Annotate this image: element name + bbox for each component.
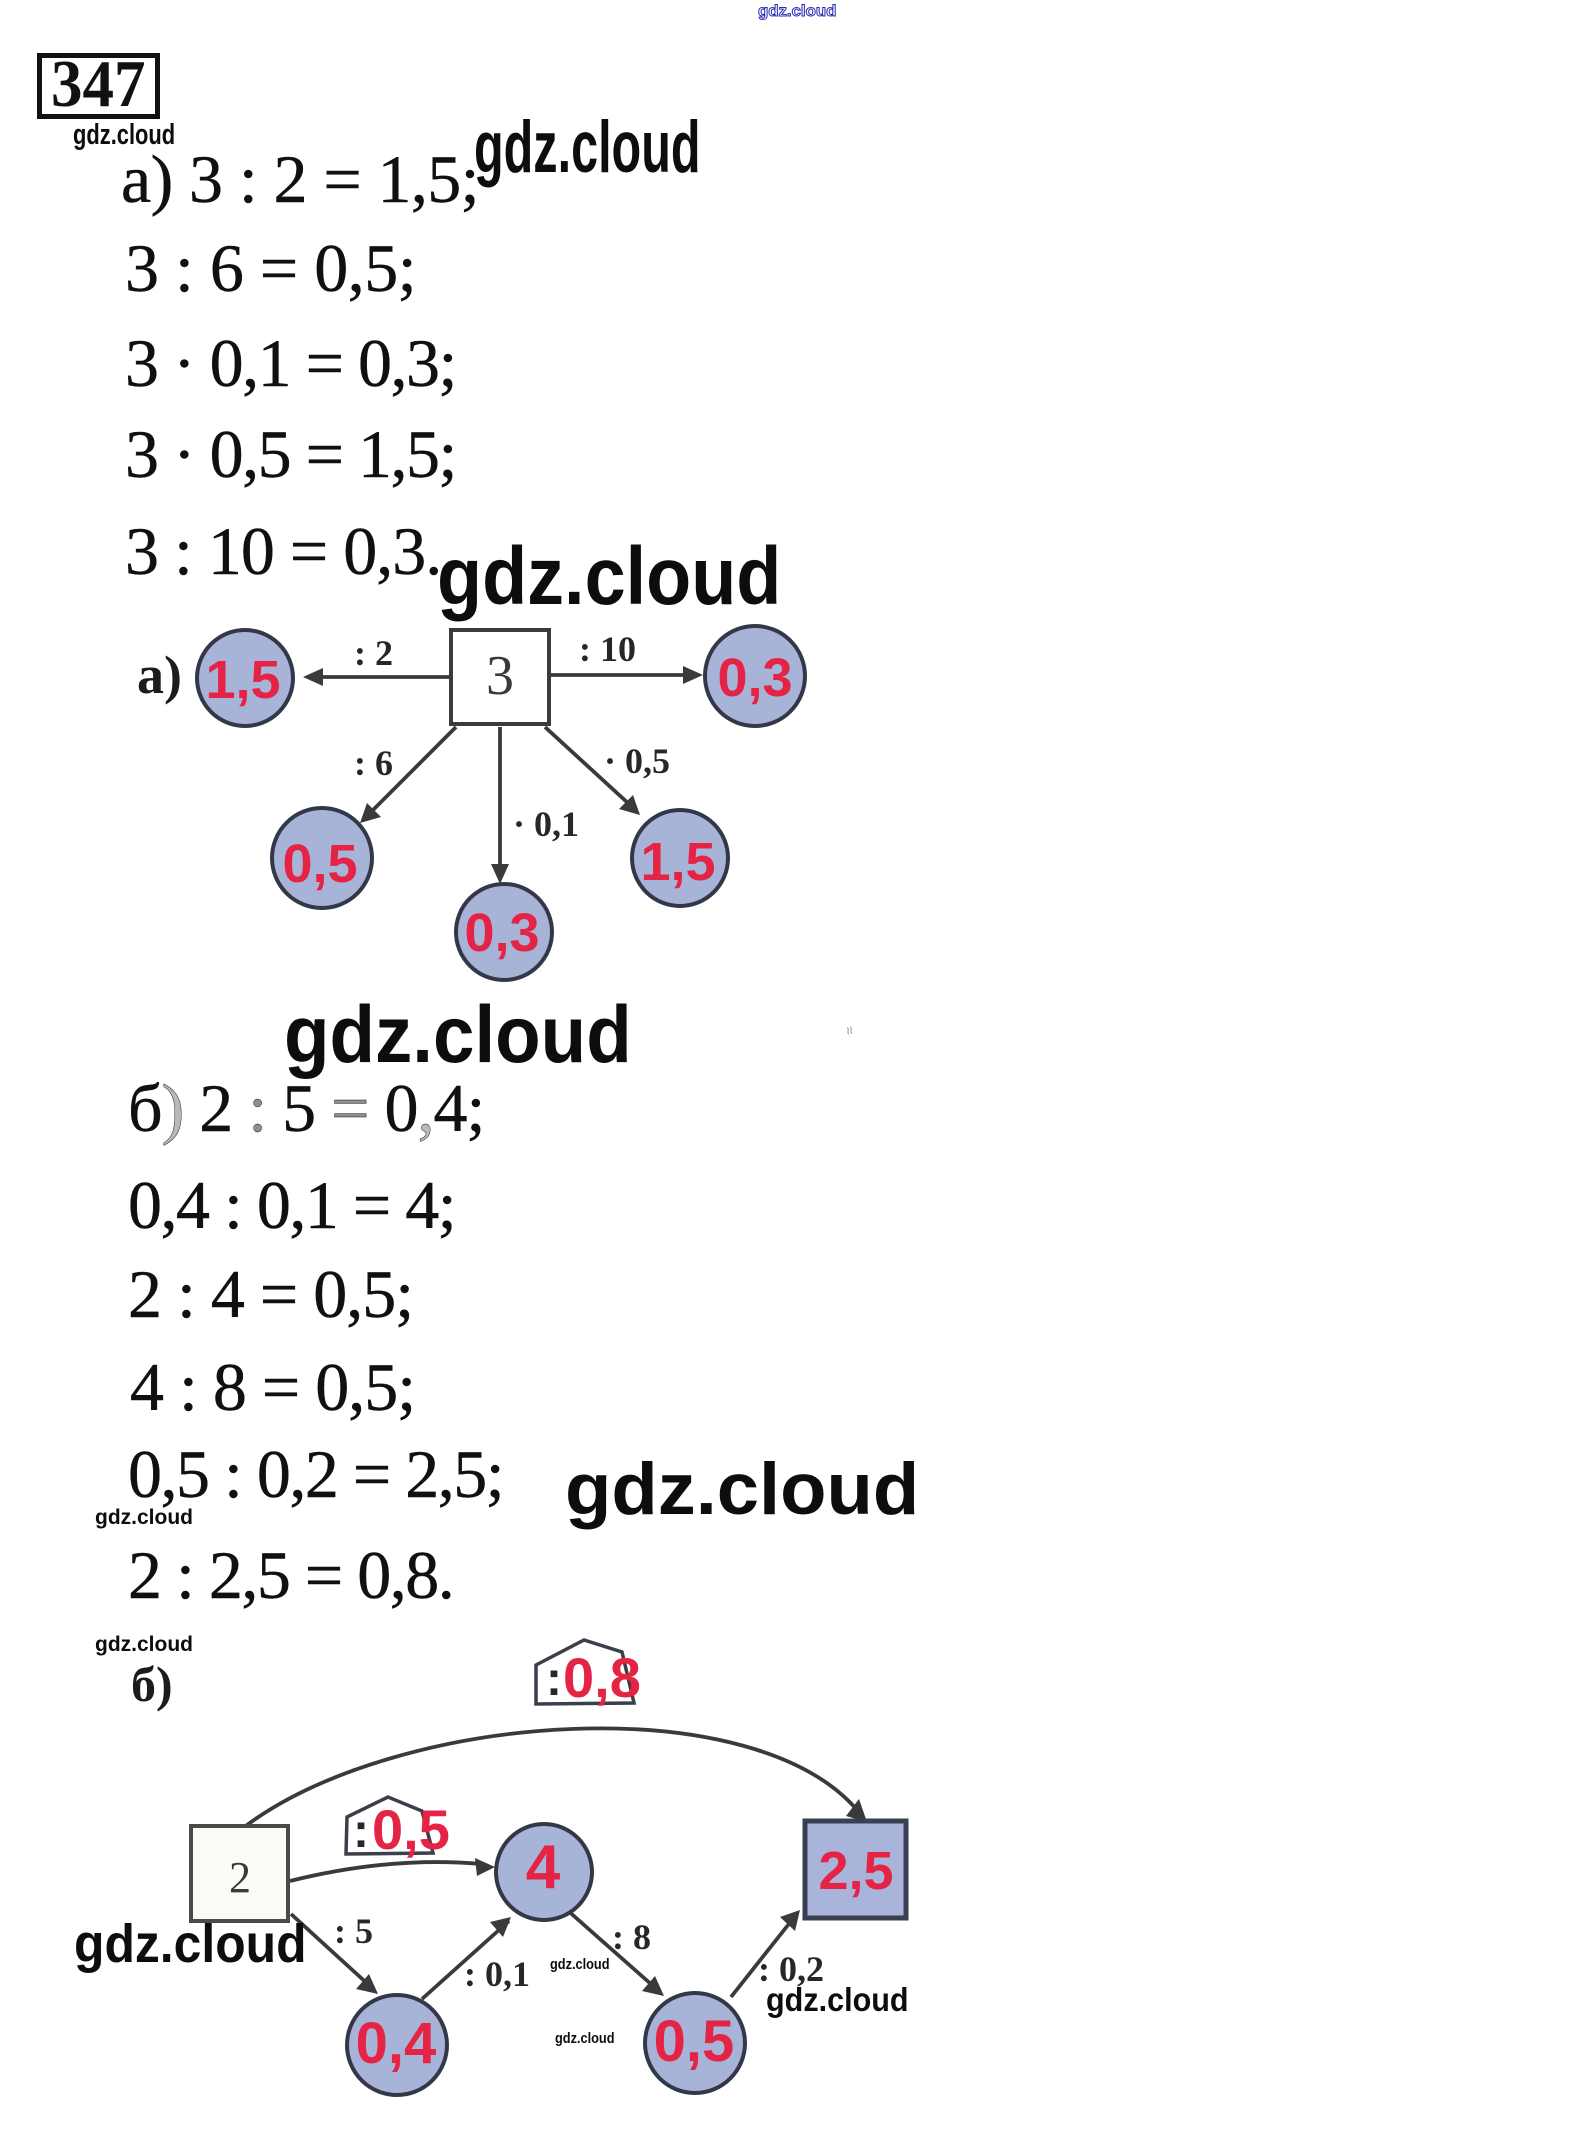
svg-text:0,5: 0,5 (372, 1798, 450, 1861)
svg-text:· 0,5: · 0,5 (604, 741, 670, 781)
svg-text:3: 3 (486, 645, 514, 707)
svg-text:: 6: : 6 (354, 743, 393, 783)
svg-text::: : (353, 1805, 369, 1858)
svg-text:1,5: 1,5 (640, 832, 715, 892)
svg-text:0,5: 0,5 (282, 834, 357, 894)
svg-text:: 0,2: : 0,2 (758, 1949, 824, 1989)
svg-text:0,5: 0,5 (654, 2009, 735, 2074)
svg-text:4: 4 (526, 1833, 561, 1902)
svg-text:б): б) (131, 1656, 173, 1712)
svg-text:: 10: : 10 (579, 629, 636, 669)
svg-text:: 8: : 8 (612, 1917, 651, 1957)
svg-text:0,3: 0,3 (464, 903, 539, 963)
svg-text:2: 2 (229, 1853, 251, 1902)
svg-text:0,3: 0,3 (717, 648, 792, 708)
svg-text:0,8: 0,8 (563, 1646, 641, 1709)
svg-text:а): а) (137, 645, 182, 705)
svg-text:: 0,1: : 0,1 (464, 1954, 530, 1994)
svg-text:1,5: 1,5 (205, 650, 280, 710)
svg-text:: 2: : 2 (354, 633, 393, 673)
svg-text:0,4: 0,4 (356, 2011, 437, 2076)
svg-text:: 5: : 5 (334, 1911, 373, 1951)
svg-text:2,5: 2,5 (818, 1841, 893, 1901)
svg-text:· 0,1: · 0,1 (513, 804, 579, 844)
svg-text::: : (546, 1653, 562, 1706)
